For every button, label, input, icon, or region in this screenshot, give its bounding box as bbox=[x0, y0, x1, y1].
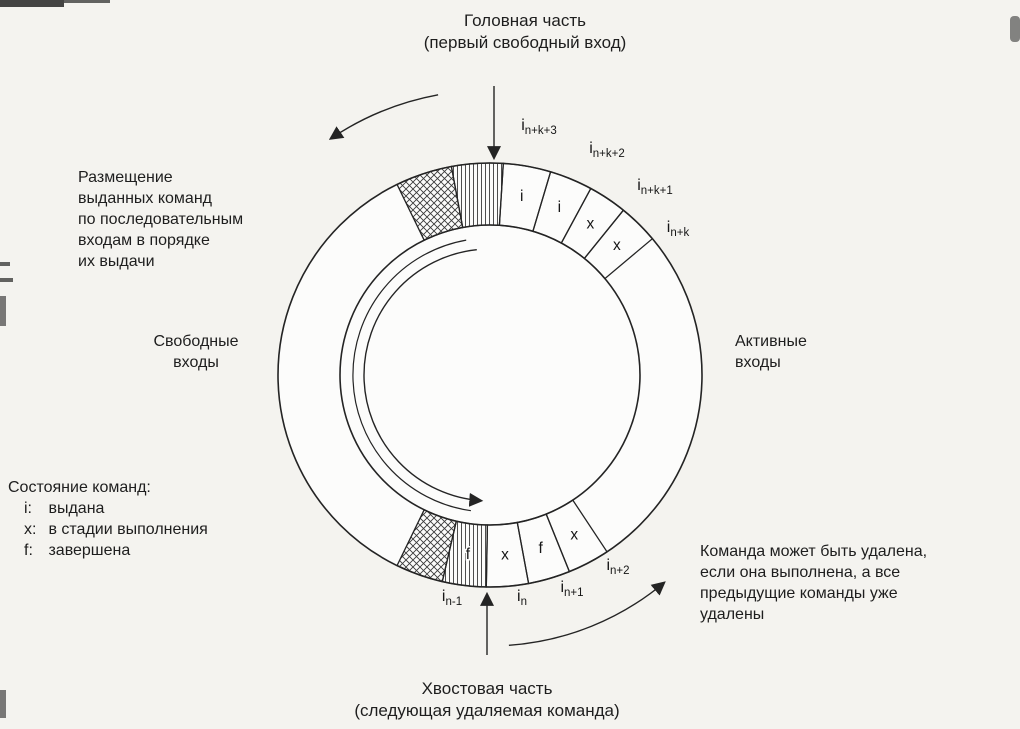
entry-label: in+k+1 bbox=[637, 177, 673, 197]
segment-letter: f bbox=[538, 540, 543, 557]
free-entries-line1: Свободные bbox=[153, 333, 239, 350]
scan-artifact bbox=[0, 0, 64, 7]
buffer-segment bbox=[441, 520, 489, 588]
legend-item: x: в стадии выполнения bbox=[8, 519, 208, 540]
segment-letter: i bbox=[558, 199, 561, 216]
entry-label: in+k bbox=[667, 219, 690, 239]
entry-label: in+1 bbox=[560, 579, 583, 599]
scan-artifact bbox=[64, 0, 110, 3]
buffer-segment bbox=[485, 521, 530, 588]
removal-note-line: Команда может быть удалена, bbox=[700, 543, 928, 560]
entry-label-sub: n-1 bbox=[445, 596, 462, 608]
removal-note-line: удалены bbox=[700, 606, 765, 623]
buffer-segment bbox=[583, 209, 654, 280]
legend-item-text: в стадии выполнения bbox=[48, 521, 208, 538]
active-entries-line2: входы bbox=[735, 354, 781, 371]
removal-note-line: предыдущие команды уже bbox=[700, 585, 898, 602]
legend-item-key: x: bbox=[24, 521, 37, 538]
scan-artifact bbox=[0, 690, 6, 718]
entry-label-sub: n+k+3 bbox=[525, 125, 557, 137]
removal-note-line: если она выполнена, а все bbox=[700, 564, 901, 581]
placement-note-line: по последовательным bbox=[78, 211, 244, 228]
legend-item: i: выдана bbox=[8, 498, 208, 519]
entry-label-sub: n+k+1 bbox=[641, 185, 673, 197]
head-label-line1: Головная часть bbox=[464, 11, 586, 30]
active-entries-label: Активные входы bbox=[735, 331, 807, 373]
placement-note: Размещение выданных команд по последоват… bbox=[78, 167, 243, 272]
scan-artifact bbox=[0, 262, 10, 266]
tail-label-line2: (следующая удаляемая команда) bbox=[354, 701, 620, 720]
entry-label-sub: n bbox=[521, 596, 527, 608]
issue-direction-arrow bbox=[328, 94, 439, 140]
legend-item: f: завершена bbox=[8, 540, 208, 561]
buffer-segment bbox=[396, 508, 458, 583]
entry-label-base: i bbox=[667, 219, 671, 236]
entry-label: in-1 bbox=[442, 588, 462, 608]
scan-artifact bbox=[1010, 16, 1020, 42]
entry-label-base: i bbox=[442, 588, 446, 605]
legend-item-key: i: bbox=[24, 500, 32, 517]
command-state-legend: Состояние команд: i: выдана x: в стадии … bbox=[8, 477, 208, 561]
legend-title: Состояние команд: bbox=[8, 479, 151, 496]
segment-letter: f bbox=[466, 546, 471, 563]
buffer-segment bbox=[516, 513, 571, 585]
entry-label: in+k+3 bbox=[521, 117, 557, 137]
entry-label-base: i bbox=[521, 117, 525, 134]
placement-note-line: входам в порядке bbox=[78, 232, 210, 249]
buffer-inner-circle bbox=[339, 224, 641, 526]
entry-label: in+k+2 bbox=[589, 140, 625, 160]
scan-artifact bbox=[0, 296, 6, 326]
head-label-line2: (первый свободный вход) bbox=[423, 33, 627, 52]
entry-label-sub: n+k bbox=[670, 227, 689, 239]
free-entries-line2: входы bbox=[173, 354, 219, 371]
placement-note-line: выданных команд bbox=[78, 190, 212, 207]
entry-label-base: i bbox=[517, 588, 521, 605]
placement-note-line: их выдачи bbox=[78, 253, 155, 270]
entry-label-base: i bbox=[589, 140, 593, 157]
legend-item-key: f: bbox=[24, 542, 33, 559]
segment-letter: x bbox=[587, 215, 595, 232]
active-entries-line1: Активные bbox=[735, 333, 807, 350]
scan-artifact bbox=[0, 278, 13, 282]
tail-label-line1: Хвостовая часть bbox=[421, 679, 553, 698]
entry-label: in bbox=[517, 588, 527, 608]
entry-label: in+2 bbox=[606, 557, 629, 577]
entry-label-sub: n+k+2 bbox=[593, 148, 625, 160]
entry-label-sub: n+2 bbox=[610, 565, 630, 577]
entry-label-base: i bbox=[606, 557, 610, 574]
tail-label: Хвостовая часть (следующая удаляемая ком… bbox=[267, 678, 707, 722]
placement-note-line: Размещение bbox=[78, 169, 173, 186]
free-entries-label: Свободные входы bbox=[140, 331, 252, 373]
segment-letter: x bbox=[501, 546, 509, 563]
segment-letter: x bbox=[613, 237, 621, 254]
entry-label-base: i bbox=[637, 177, 641, 194]
buffer-segment bbox=[545, 499, 608, 573]
removal-note: Команда может быть удалена, если она вып… bbox=[700, 541, 1015, 625]
legend-item-text: завершена bbox=[48, 542, 131, 559]
entry-label-base: i bbox=[560, 579, 564, 596]
segment-letter: x bbox=[570, 526, 578, 543]
segment-letter: i bbox=[520, 188, 523, 205]
fill-order-arrow bbox=[363, 249, 484, 507]
legend-item-text: выдана bbox=[48, 500, 105, 517]
entry-label-sub: n+1 bbox=[564, 587, 584, 599]
head-label: Головная часть (первый свободный вход) bbox=[305, 10, 745, 54]
fill-order-arc bbox=[352, 239, 471, 512]
retire-direction-arrow bbox=[508, 581, 666, 646]
